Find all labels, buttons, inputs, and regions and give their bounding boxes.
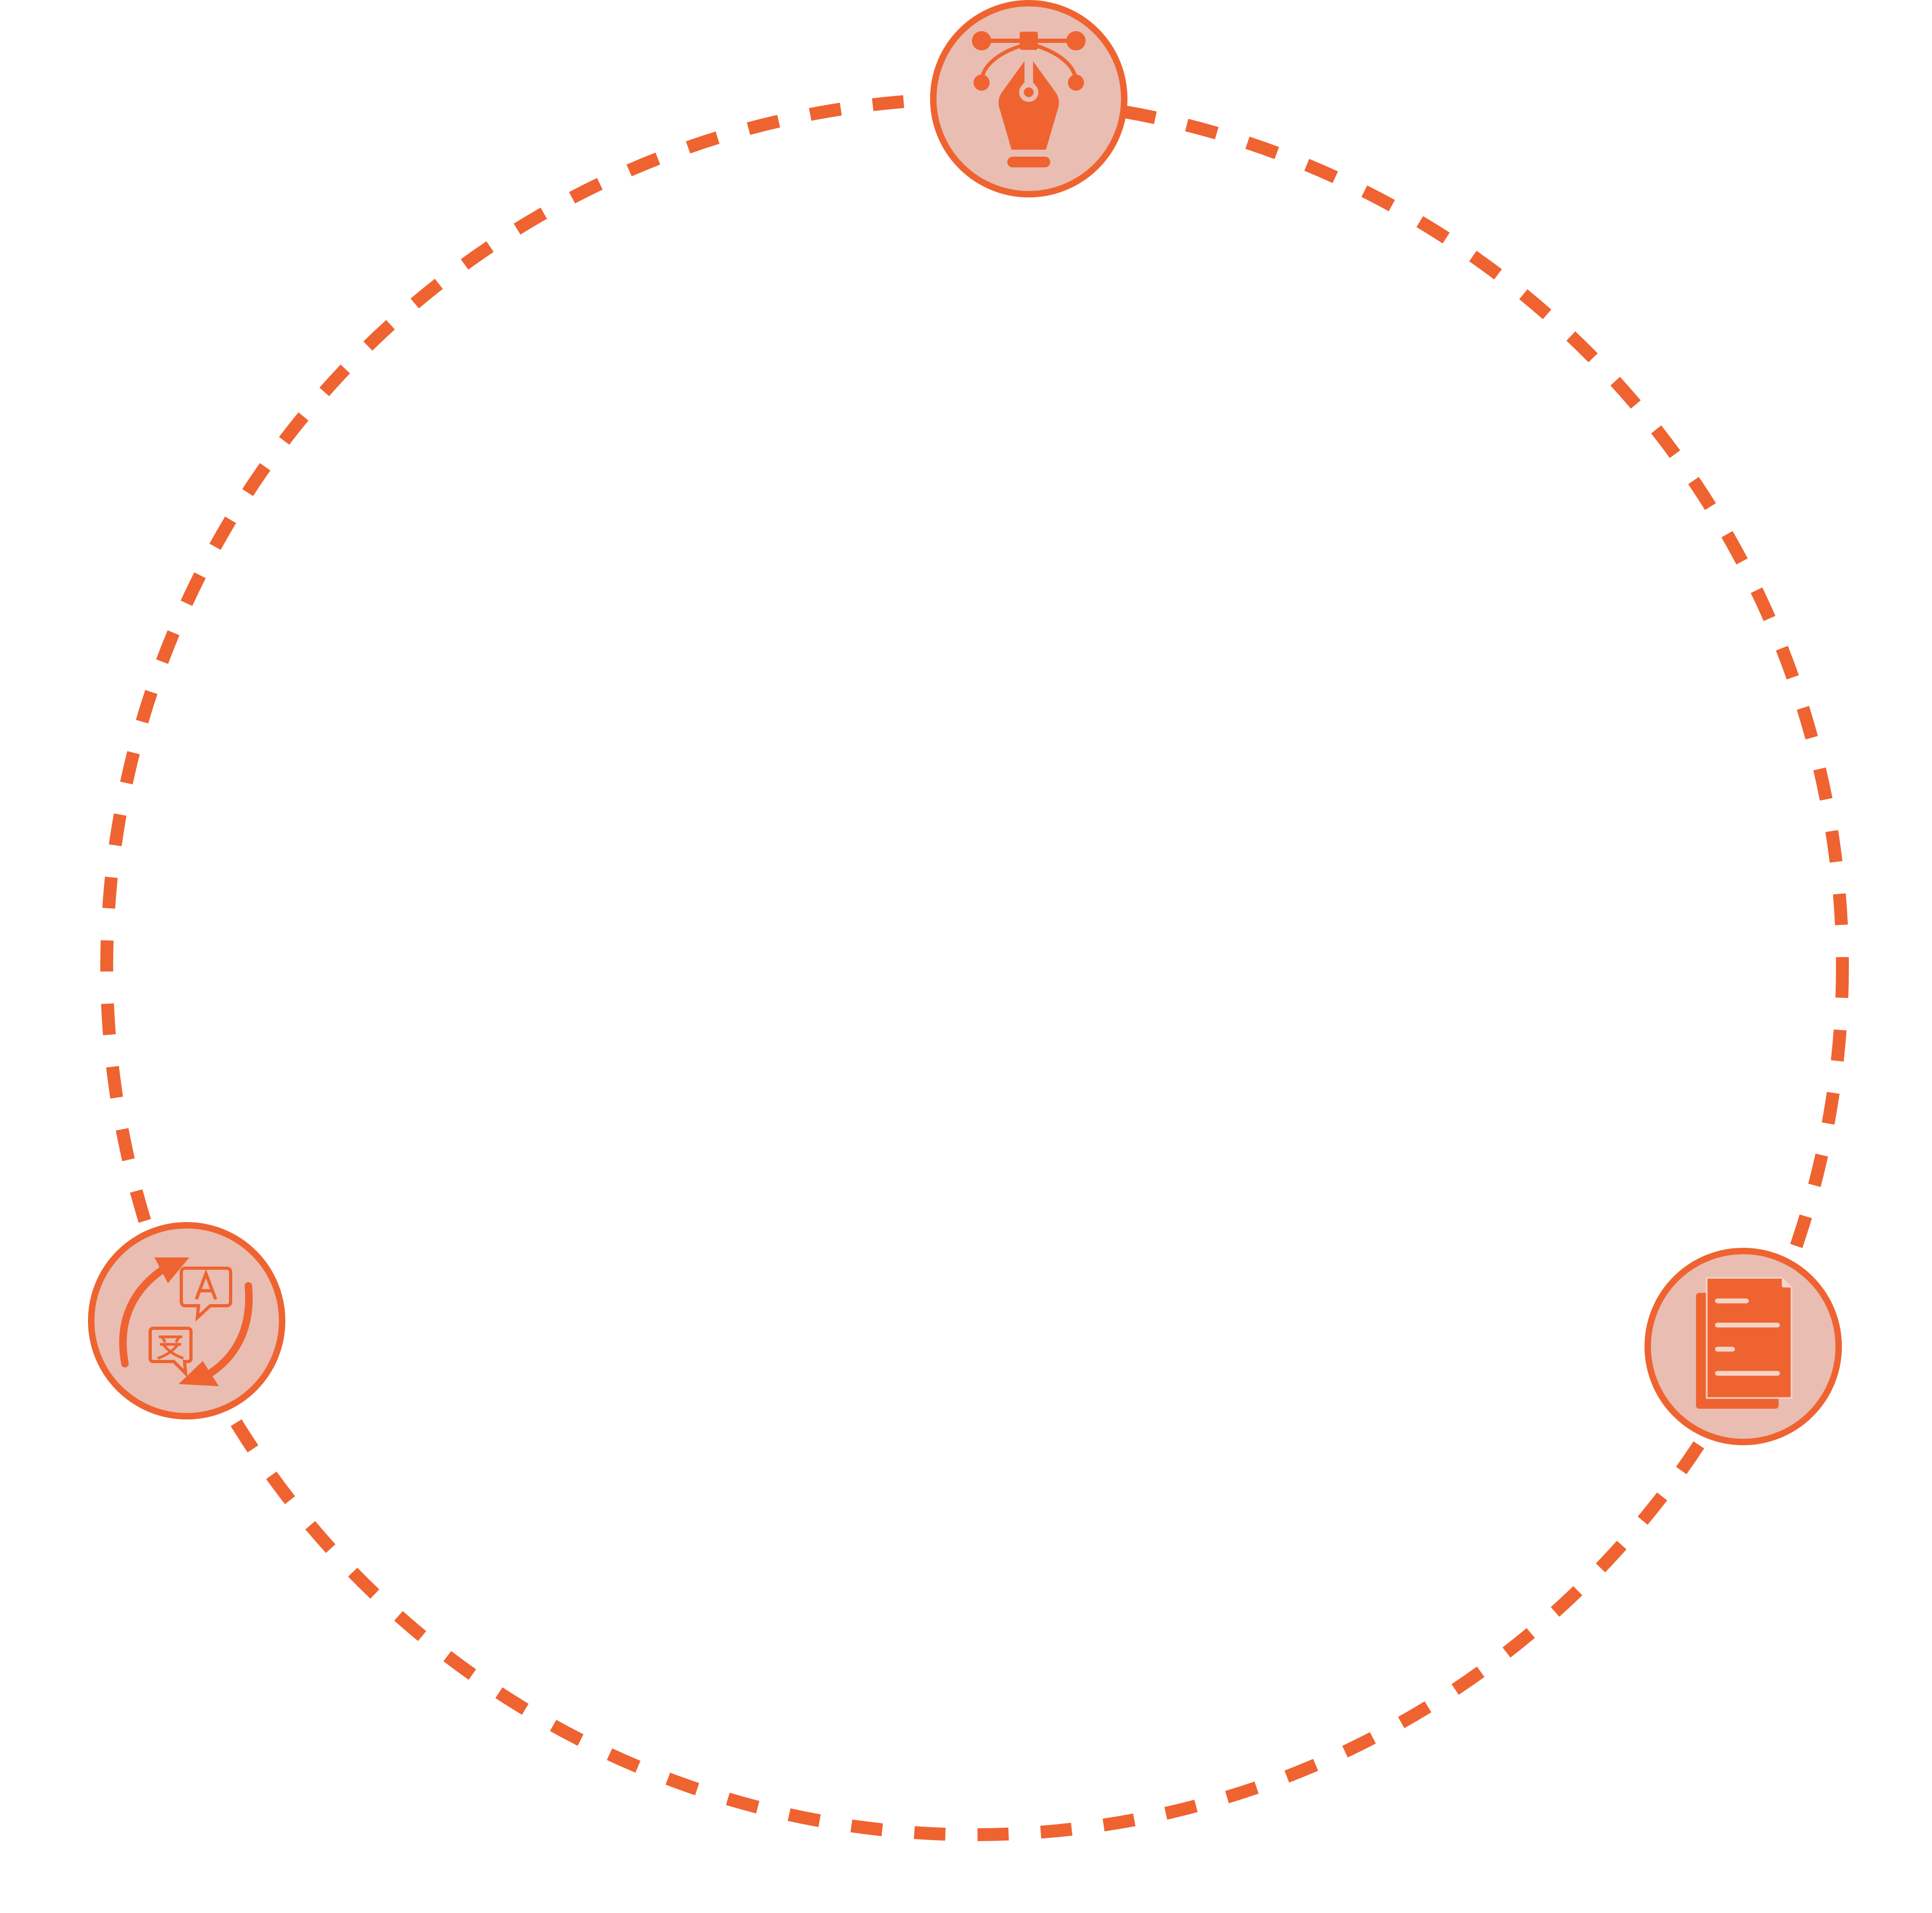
node-design[interactable] [930,0,1127,197]
translate-icon [119,1257,253,1386]
document-icon [1696,1277,1793,1409]
node-translation[interactable] [88,1222,285,1419]
node-translation-circle [88,1222,285,1419]
node-document[interactable] [1645,1248,1842,1445]
pen-tool-icon [972,31,1086,167]
dashed-cycle-ring [100,92,1849,1841]
